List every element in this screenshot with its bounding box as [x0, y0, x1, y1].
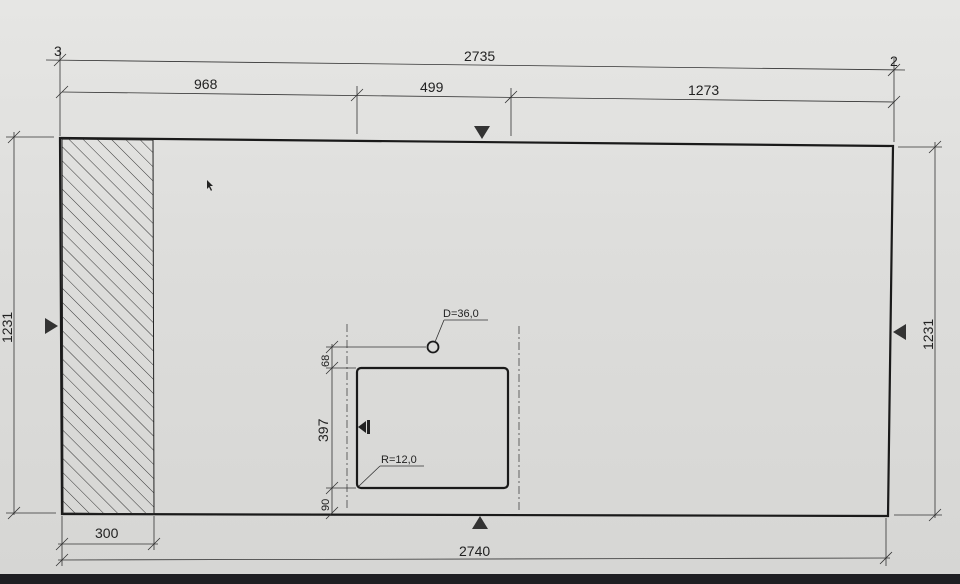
cutout-vertical-dimension	[325, 340, 426, 520]
cutout-top-offset-label: 68	[320, 355, 332, 367]
tap-hole-label: D=36,0	[443, 308, 479, 320]
left-height-label: 1231	[0, 312, 15, 343]
right-height-dimension	[894, 140, 942, 522]
marker-top	[474, 126, 490, 139]
corner-label-left: 3	[54, 43, 62, 59]
top-overall-dimension	[45, 48, 906, 142]
top-segment-2-label: 499	[420, 79, 444, 95]
left-height-dimension	[6, 130, 56, 520]
bottom-hatch-dimension	[55, 516, 161, 566]
cutout-marker	[358, 421, 366, 433]
tap-hole	[426, 340, 440, 354]
marker-left	[45, 318, 58, 334]
radius-label: R=12,0	[381, 454, 417, 466]
right-height-label: 1231	[920, 319, 936, 350]
corner-label-right: 2	[890, 53, 898, 69]
sink-cutout	[355, 366, 510, 490]
top-overall-label: 2735	[464, 48, 495, 64]
cutout-bottom-offset-label: 90	[320, 499, 332, 511]
marker-right	[893, 324, 906, 340]
marker-bottom	[472, 516, 488, 529]
bottom-overall-dimension	[55, 518, 893, 567]
hatched-region	[61, 138, 155, 515]
mouse-cursor-icon	[207, 180, 213, 191]
top-segment-dimension	[55, 85, 901, 136]
cutout-marker-bar	[367, 420, 370, 434]
monitor-bezel	[0, 574, 960, 584]
cutout-height-label: 397	[315, 418, 331, 442]
top-segment-1-label: 968	[194, 76, 218, 92]
countertop-outline	[58, 136, 895, 518]
radius-leader	[358, 465, 381, 487]
bottom-hatch-label: 300	[95, 525, 119, 541]
bottom-overall-label: 2740	[459, 543, 490, 559]
top-segment-3-label: 1273	[688, 82, 719, 98]
tap-hole-leader	[434, 319, 445, 343]
